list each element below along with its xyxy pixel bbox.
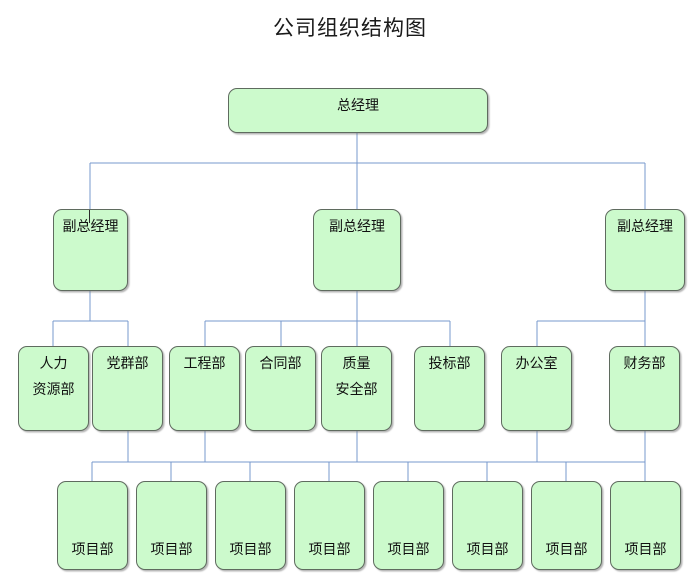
connector-artifact-tick — [89, 210, 90, 223]
node-project-department-7[interactable]: 项目部 — [531, 481, 602, 570]
node-label: 副总经理 — [329, 219, 385, 235]
node-project-department-4[interactable]: 项目部 — [294, 481, 365, 570]
node-label: 项目部 — [71, 542, 114, 559]
node-label: 项目部 — [308, 542, 351, 559]
node-contract-department[interactable]: 合同部 — [245, 346, 316, 431]
node-label: 项目部 — [229, 542, 272, 559]
node-engineering-department[interactable]: 工程部 — [169, 346, 240, 431]
node-label: 投标部 — [428, 356, 471, 372]
node-finance-department[interactable]: 财务部 — [609, 346, 680, 431]
node-label: 项目部 — [624, 542, 667, 559]
node-label: 党群部 — [106, 356, 149, 372]
node-label-line-2: 安全部 — [335, 381, 378, 398]
page-title: 公司组织结构图 — [273, 16, 427, 40]
node-label: 合同部 — [259, 356, 302, 372]
node-label: 工程部 — [183, 356, 226, 372]
node-project-department-5[interactable]: 项目部 — [373, 481, 444, 570]
node-human-resources-department[interactable]: 人力 资源部 — [18, 346, 89, 431]
node-label: 项目部 — [545, 542, 588, 559]
node-label: 副总经理 — [62, 219, 119, 235]
node-label: 副总经理 — [617, 219, 673, 235]
node-label-line-1: 人力 — [39, 356, 68, 372]
node-deputy-general-manager-2[interactable]: 副总经理 — [313, 209, 401, 291]
node-label: 财务部 — [623, 356, 666, 372]
node-quality-safety-department[interactable]: 质量 安全部 — [321, 346, 392, 431]
node-project-department-6[interactable]: 项目部 — [452, 481, 523, 570]
node-bidding-department[interactable]: 投标部 — [414, 346, 485, 431]
node-project-department-3[interactable]: 项目部 — [215, 481, 286, 570]
node-general-manager[interactable]: 总经理 — [228, 88, 488, 133]
node-project-department-1[interactable]: 项目部 — [57, 481, 128, 570]
node-label: 项目部 — [466, 542, 509, 559]
node-label-line-2: 资源部 — [32, 381, 75, 398]
node-project-department-8[interactable]: 项目部 — [610, 481, 681, 570]
node-project-department-2[interactable]: 项目部 — [136, 481, 207, 570]
node-deputy-general-manager-3[interactable]: 副总经理 — [605, 209, 685, 291]
node-office[interactable]: 办公室 — [501, 346, 572, 431]
node-label: 项目部 — [150, 542, 193, 559]
node-label: 项目部 — [387, 542, 430, 559]
node-label: 总经理 — [337, 98, 379, 114]
node-label: 办公室 — [515, 356, 558, 372]
node-deputy-general-manager-1[interactable]: 副总经理 — [53, 209, 128, 291]
node-party-affairs-department[interactable]: 党群部 — [92, 346, 163, 431]
node-label-line-1: 质量 — [342, 356, 371, 372]
